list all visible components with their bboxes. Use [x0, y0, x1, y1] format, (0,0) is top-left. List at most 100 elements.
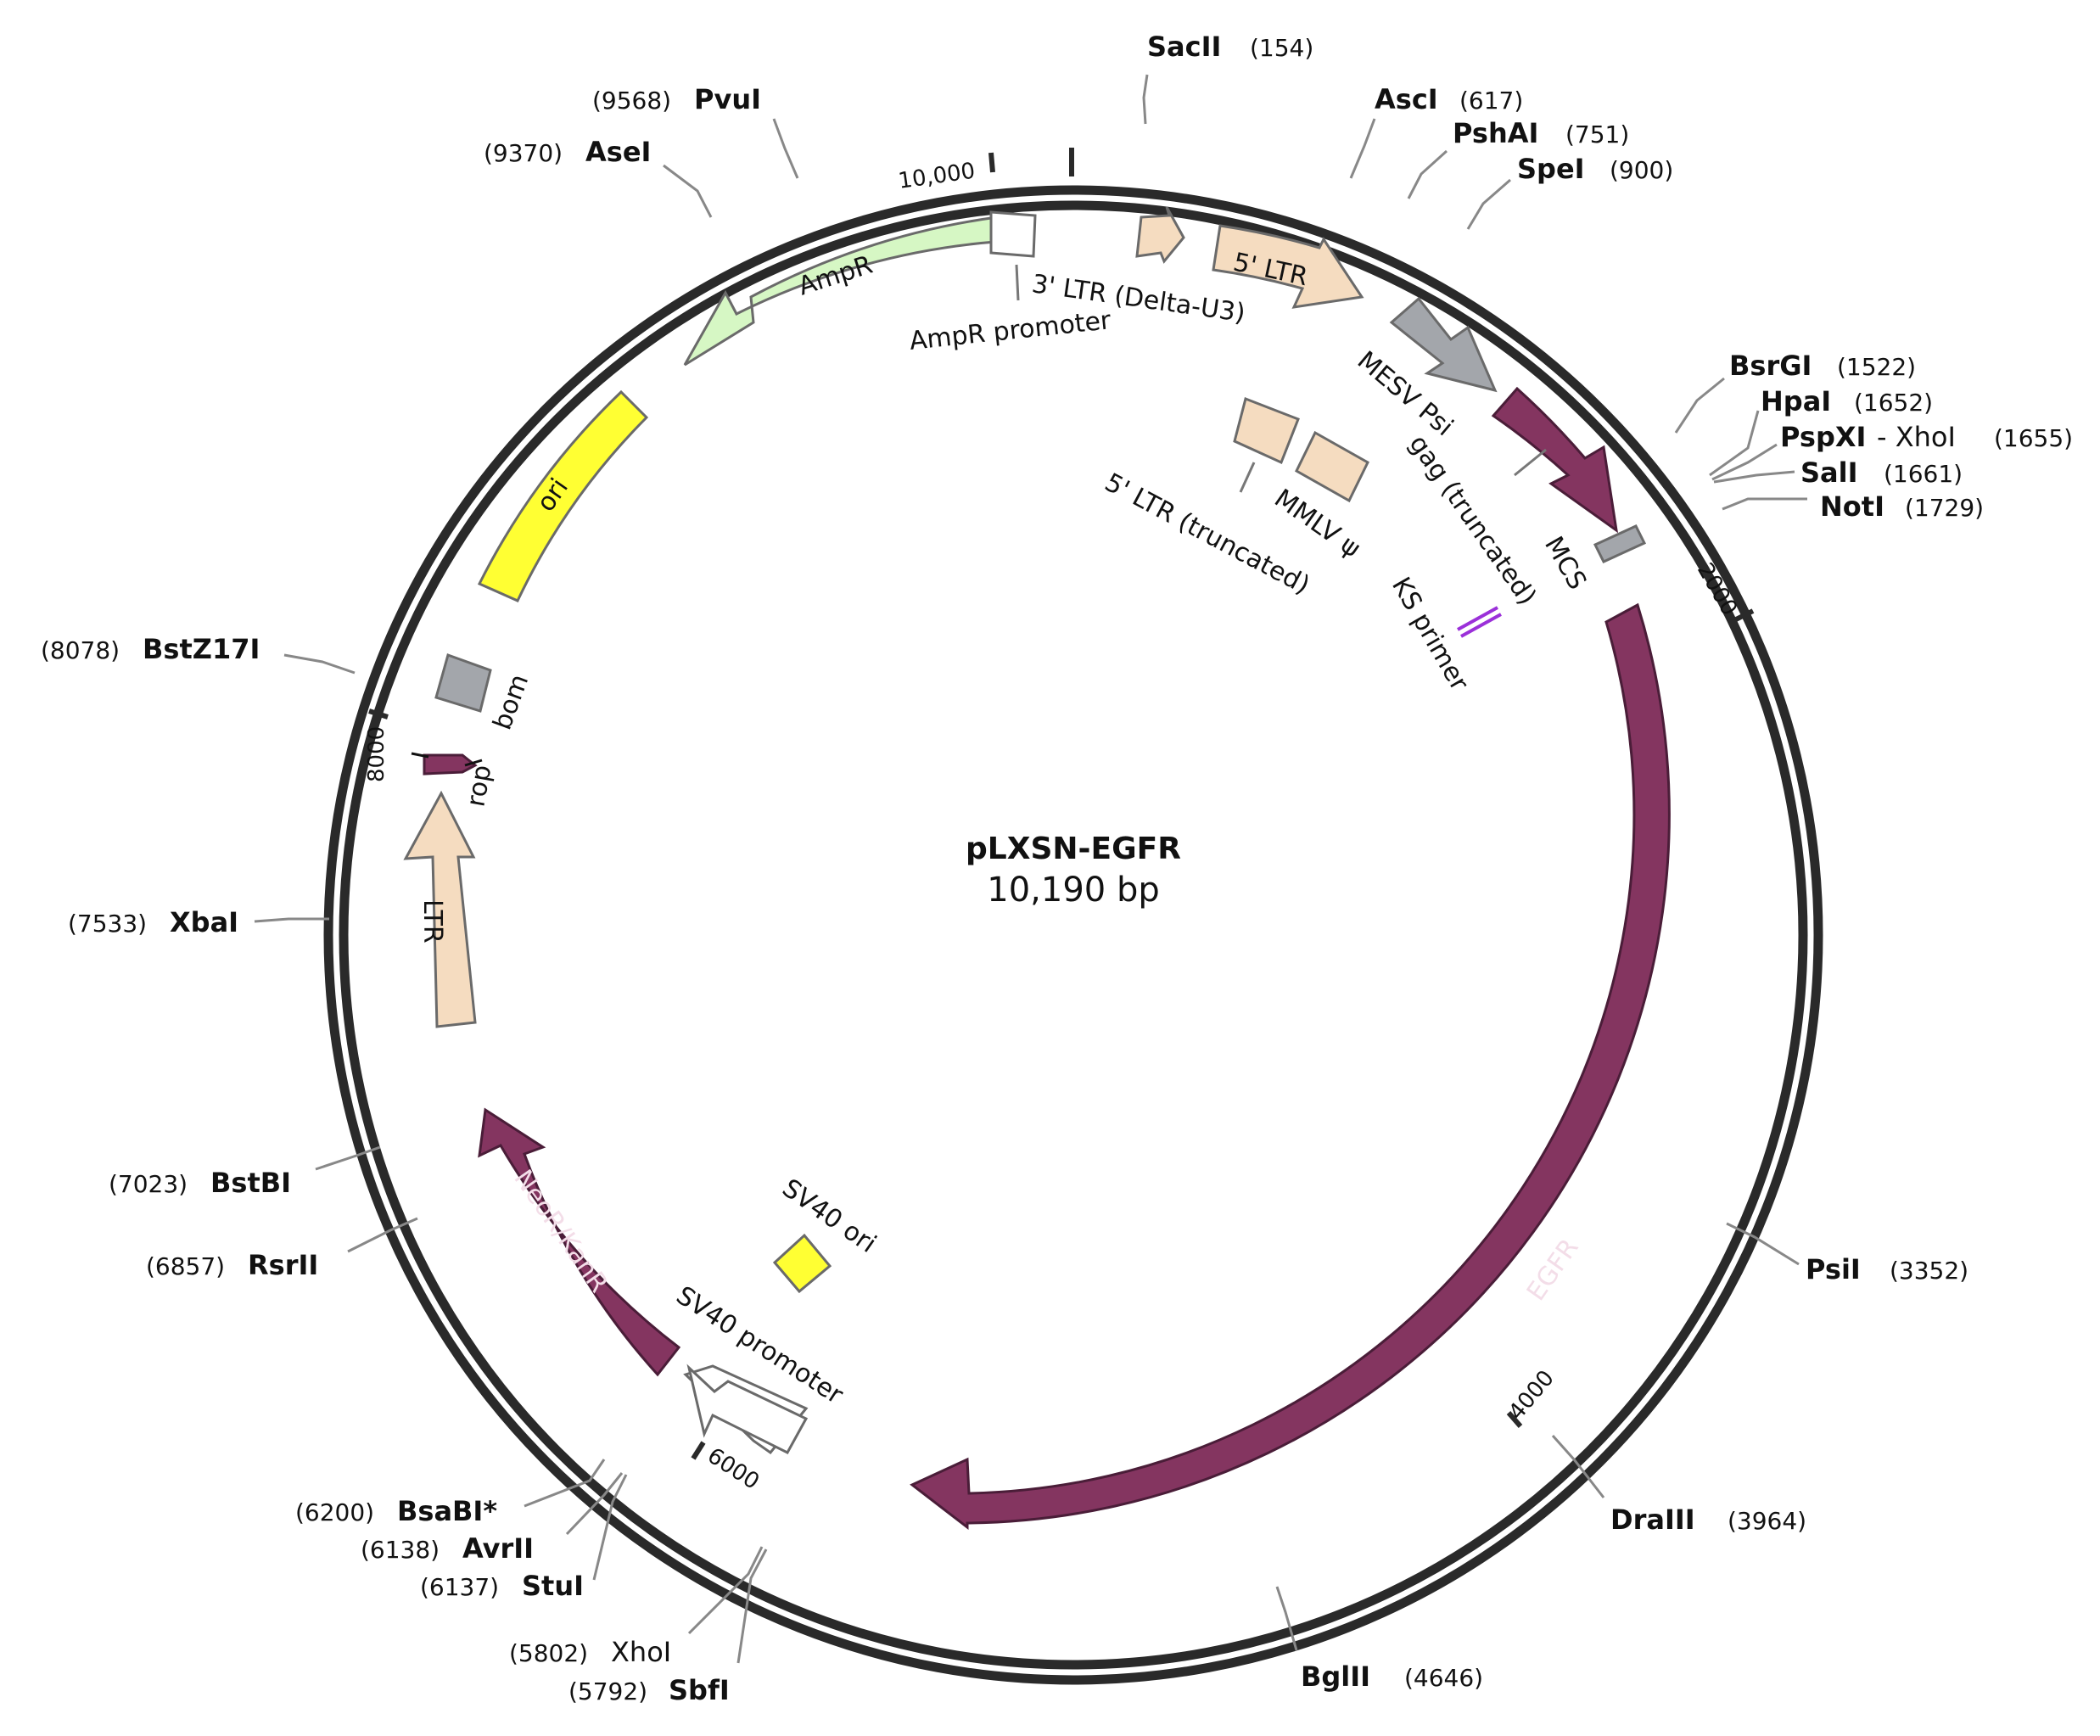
site-sacii-name: SacII	[1147, 31, 1221, 63]
feature-bom	[434, 653, 492, 713]
site-sali-name: SalI	[1800, 456, 1858, 489]
tick-label-10000: 10,000	[897, 159, 977, 194]
feature-gag-label: gag (truncated)	[1403, 430, 1542, 611]
site-xbai-name: XbaI	[170, 906, 238, 938]
site-bstz17i-name: BstZ17I	[143, 633, 260, 665]
site-rsrii-name: RsrII	[248, 1249, 318, 1281]
site-xhoi-name: XhoI	[611, 1636, 671, 1668]
site-bstz17i-pos: (8078)	[41, 636, 120, 664]
tick-6000	[691, 1441, 706, 1460]
site-asei-pos: (9370)	[484, 139, 563, 167]
site-leader-xbai	[254, 917, 329, 923]
feature-ori	[477, 389, 649, 602]
site-leader-hpai	[1709, 410, 1760, 477]
site-asci-pos: (617)	[1459, 87, 1523, 115]
feature-mmlv-psi	[1295, 430, 1369, 503]
site-sbfi-name: SbfI	[669, 1674, 730, 1706]
site-sacii-pos: (154)	[1250, 34, 1313, 62]
site-leader-pshai	[1407, 149, 1448, 199]
site-xhoi-pos: (5802)	[509, 1639, 588, 1667]
site-leader-noti	[1722, 497, 1807, 511]
backbone-outer-ring	[323, 185, 1823, 1685]
site-leader-bsabi	[524, 1459, 606, 1508]
site-leader-bglii	[1275, 1586, 1298, 1651]
site-pshai-name: PshAI	[1453, 117, 1538, 149]
site-bsabi-pos: (6200)	[295, 1498, 374, 1526]
feature-5ltr-truncated	[1233, 396, 1300, 465]
site-asei-name: AseI	[585, 136, 651, 168]
site-stui-name: StuI	[522, 1570, 584, 1602]
site-draiii-pos: (3964)	[1728, 1507, 1806, 1535]
site-rsrii-pos: (6857)	[146, 1252, 225, 1280]
feature-ltr-label: LTR	[417, 899, 447, 944]
feature-ampr-promoter-label: AmpR promoter	[908, 305, 1112, 356]
ampr-promoter-leader	[1015, 264, 1020, 301]
site-noti-name: NotI	[1820, 490, 1884, 523]
site-stui-pos: (6137)	[420, 1573, 499, 1601]
feature-egfr-label: EGFR	[1521, 1234, 1585, 1307]
site-leader-psii	[1726, 1222, 1800, 1266]
site-bsabi-name: BsaBI*	[397, 1495, 497, 1527]
tick-8000	[368, 708, 389, 720]
site-asci-name: AscI	[1375, 83, 1438, 115]
site-pspxi-extra: - XhoI	[1877, 421, 1956, 453]
site-noti-pos: (1729)	[1905, 494, 1984, 522]
feature-ks-primer-label: KS primer	[1386, 573, 1475, 697]
site-bsrgi-pos: (1522)	[1837, 353, 1916, 381]
site-leader-spei	[1466, 178, 1511, 230]
site-leader-sacii	[1142, 74, 1149, 125]
site-leader-bstbi	[315, 1145, 381, 1171]
plasmid-length: 10,190 bp	[987, 871, 1159, 910]
site-pvui-pos: (9568)	[592, 87, 671, 115]
site-leader-sbfi	[736, 1548, 768, 1664]
feature-egfr	[910, 602, 1671, 1531]
feature-bom-label: bom	[488, 670, 535, 734]
site-hpai-name: HpaI	[1761, 385, 1831, 417]
5ltr-truncated-leader	[1239, 462, 1256, 493]
feature-gag	[1491, 386, 1619, 534]
site-leader-stui	[592, 1474, 628, 1581]
feature-sv40-promoter	[686, 1364, 809, 1454]
site-draiii-name: DraIII	[1610, 1504, 1695, 1536]
site-hpai-pos: (1652)	[1854, 389, 1933, 417]
site-leader-draiii	[1551, 1435, 1605, 1498]
site-avrii-name: AvrII	[462, 1532, 534, 1565]
tick-label-4000: 4000	[1504, 1366, 1560, 1425]
feature-neor-kanr	[478, 1107, 681, 1377]
feature-rop	[423, 753, 478, 776]
site-bglii-name: BglII	[1301, 1660, 1370, 1693]
site-leader-bsrgi	[1674, 377, 1725, 434]
feature-3ltr	[1135, 206, 1185, 264]
site-bstbi-name: BstBI	[210, 1167, 291, 1199]
feature-neor-kanr-label: NeoR/KanR	[507, 1165, 613, 1298]
feature-rop-label: rop	[461, 763, 497, 809]
feature-ks-primer-b	[1460, 613, 1502, 638]
site-leader-sali	[1713, 470, 1795, 484]
site-leader-rsrii	[347, 1217, 418, 1253]
tick-4000	[1506, 1411, 1523, 1428]
site-psii-name: PsiI	[1806, 1253, 1861, 1285]
feature-sv40-ori	[772, 1233, 832, 1294]
tick-label-6000: 6000	[703, 1443, 764, 1495]
feature-mesv-psi	[1389, 296, 1498, 393]
site-leader-asei	[663, 164, 713, 218]
site-leader-bstz17i	[283, 653, 356, 675]
site-avrii-pos: (6138)	[361, 1536, 440, 1564]
site-xbai-pos: (7533)	[68, 910, 147, 938]
backbone-inner-ring	[339, 200, 1808, 1670]
site-psii-pos: (3352)	[1890, 1257, 1968, 1285]
feature-ks-primer-a	[1457, 606, 1498, 631]
feature-mcs	[1593, 524, 1647, 563]
site-sbfi-pos: (5792)	[568, 1677, 647, 1705]
feature-ampr	[683, 216, 999, 367]
site-bsrgi-name: BsrGI	[1729, 350, 1812, 382]
site-bstbi-pos: (7023)	[109, 1170, 188, 1198]
feature-ampr-promoter	[989, 210, 1037, 258]
site-leader-xhoi	[687, 1546, 764, 1635]
tick-2000	[1734, 608, 1755, 622]
tick-label-8000: 8000	[364, 726, 389, 782]
site-pshai-pos: (751)	[1565, 120, 1629, 148]
feature-5ltr	[1212, 224, 1364, 309]
feature-mcs-label: MCS	[1538, 532, 1592, 596]
